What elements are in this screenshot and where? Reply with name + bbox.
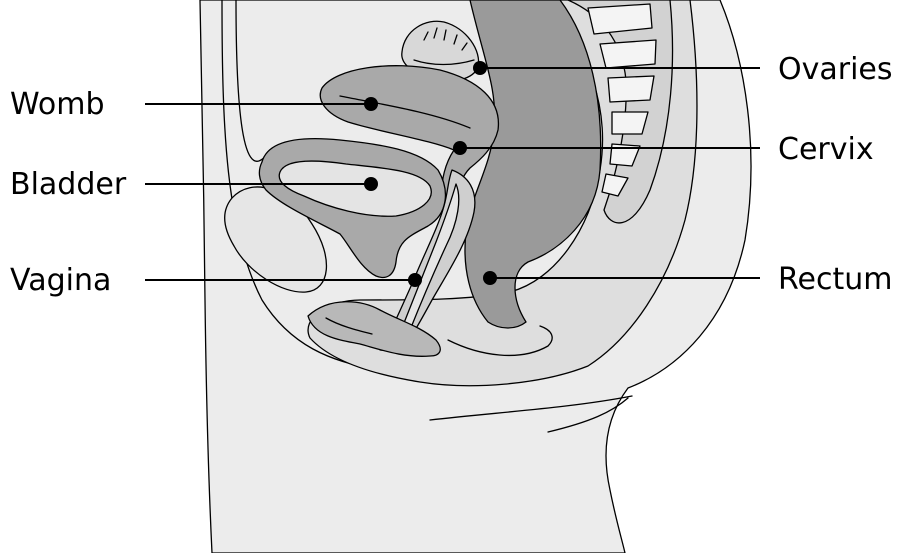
label-rectum: Rectum (778, 262, 892, 297)
label-cervix: Cervix (778, 132, 874, 167)
dot-rectum (483, 271, 497, 285)
dot-cervix (453, 141, 467, 155)
label-vagina: Vagina (10, 263, 111, 298)
label-womb: Womb (10, 87, 105, 122)
label-ovaries: Ovaries (778, 52, 893, 87)
dot-vagina (408, 273, 422, 287)
dot-ovaries (473, 61, 487, 75)
dot-womb (364, 97, 378, 111)
label-bladder: Bladder (10, 167, 127, 202)
dot-bladder (364, 177, 378, 191)
